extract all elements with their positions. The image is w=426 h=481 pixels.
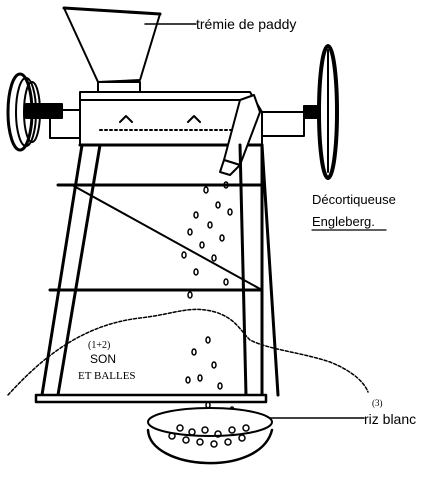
base-plate bbox=[34, 393, 268, 404]
collection-bowl bbox=[146, 407, 274, 465]
handwheel bbox=[303, 44, 339, 180]
machine-name-line1: Décortiqueuse bbox=[312, 192, 396, 207]
paddy-hopper bbox=[62, 6, 162, 93]
discharge-chute bbox=[219, 94, 261, 176]
falling-rice bbox=[181, 181, 235, 414]
rice-label: riz blanc bbox=[364, 411, 416, 427]
huller-housing bbox=[49, 91, 305, 147]
rice-number: (3) bbox=[372, 398, 383, 408]
hopper-label: trémie de paddy bbox=[196, 16, 296, 32]
machine-frame bbox=[40, 143, 280, 397]
waste-line2: ET BALLES bbox=[78, 370, 136, 382]
bran-husk-pile bbox=[7, 308, 369, 396]
machine-name-line2: Engleberg. bbox=[312, 214, 375, 229]
waste-line1: SON bbox=[90, 352, 116, 366]
drive-pulley bbox=[6, 72, 63, 152]
waste-number: (1+2) bbox=[88, 340, 110, 351]
